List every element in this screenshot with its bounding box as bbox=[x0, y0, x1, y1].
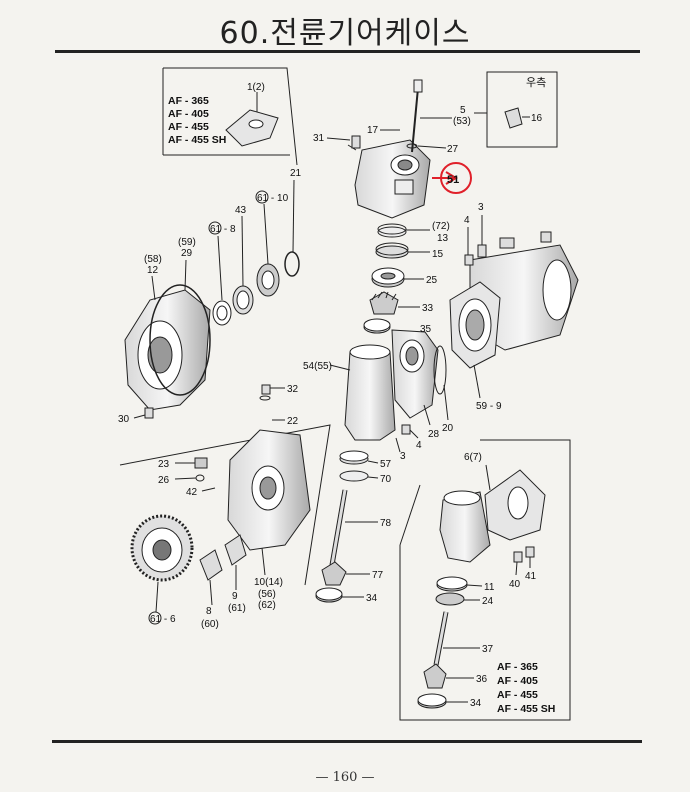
title-rule bbox=[55, 50, 640, 53]
callout-51: 51 bbox=[447, 174, 459, 186]
lower-shaft-group: 57 70 78 77 34 bbox=[315, 450, 392, 604]
callout-24: 24 bbox=[482, 596, 494, 607]
page-title: 60.전륜기어케이스 bbox=[219, 16, 471, 51]
callout-10-14: 10(14) bbox=[254, 577, 283, 588]
callout-53: (53) bbox=[453, 116, 471, 127]
callout-34a: 34 bbox=[366, 593, 378, 604]
callout-3a: 3 bbox=[478, 202, 484, 213]
callout-31: 31 bbox=[313, 133, 325, 144]
callout-28: 28 bbox=[428, 429, 440, 440]
model-label: AF - 455 bbox=[168, 121, 209, 133]
model-label: AF - 405 bbox=[168, 108, 209, 120]
callout-43: 43 bbox=[235, 205, 247, 216]
callout-61-9: (61) bbox=[228, 603, 246, 614]
callout-1-2: 1(2) bbox=[247, 82, 265, 93]
callout-33: 33 bbox=[422, 303, 434, 314]
callout-11: 11 bbox=[484, 582, 495, 593]
model-label: AF - 405 bbox=[497, 675, 538, 687]
callout-60: (60) bbox=[201, 619, 219, 630]
plug-part bbox=[504, 107, 523, 129]
callout-5: 5 bbox=[460, 105, 466, 116]
callout-59-29: (59) bbox=[178, 237, 196, 248]
callout-6-7: 6(7) bbox=[464, 452, 482, 463]
callout-77: 77 bbox=[372, 570, 384, 581]
callout-15: 15 bbox=[432, 249, 444, 260]
callout-4b: 4 bbox=[416, 440, 422, 451]
side-case-part bbox=[439, 491, 491, 563]
callout-34b: 34 bbox=[470, 698, 482, 709]
upper-housing-part: 51 31 17 5 (53) 27 bbox=[313, 79, 472, 219]
callout-41: 41 bbox=[525, 571, 537, 582]
lower-left-group: 32 22 23 26 42 61 - 6 8 (60) bbox=[119, 384, 331, 630]
callout-35: 35 bbox=[420, 324, 432, 335]
center-stack: (72) 13 15 25 33 35 54(5 bbox=[303, 221, 454, 462]
page-number: — 160 — bbox=[315, 770, 375, 785]
model-label: AF - 365 bbox=[497, 661, 538, 673]
callout-56: (56) bbox=[258, 589, 276, 600]
callout-23: 23 bbox=[158, 459, 170, 470]
callout-37: 37 bbox=[482, 644, 494, 655]
footer-rule bbox=[52, 740, 642, 743]
inset-top-left: AF - 365 AF - 405 AF - 455 AF - 455 SH 1… bbox=[162, 67, 298, 166]
callout-4a: 4 bbox=[464, 215, 470, 226]
callout-22: 22 bbox=[287, 416, 299, 427]
model-label: AF - 455 bbox=[497, 689, 538, 701]
callout-25: 25 bbox=[426, 275, 438, 286]
callout-62: (62) bbox=[258, 600, 276, 611]
callout-30: 30 bbox=[118, 414, 130, 425]
callout-70: 70 bbox=[380, 474, 392, 485]
callout-78: 78 bbox=[380, 518, 392, 529]
model-label: AF - 455 SH bbox=[497, 703, 555, 715]
bevel-gear-part bbox=[369, 291, 399, 315]
callout-36: 36 bbox=[476, 674, 488, 685]
callout-54-55: 54(55) bbox=[303, 361, 332, 372]
callout-12: 12 bbox=[147, 265, 159, 276]
pinion-gear-part bbox=[321, 561, 347, 586]
callout-61-8: 61 - 8 bbox=[210, 224, 236, 235]
callout-59-9: 59 - 9 bbox=[476, 401, 502, 412]
callout-20: 20 bbox=[442, 423, 454, 434]
callout-57: 57 bbox=[380, 459, 392, 470]
inset-right-side: 우측 16 bbox=[474, 71, 558, 148]
callout-40: 40 bbox=[509, 579, 521, 590]
model-label: AF - 455 SH bbox=[168, 134, 226, 146]
callout-27: 27 bbox=[447, 144, 459, 155]
callout-72: (72) bbox=[432, 221, 450, 232]
callout-42: 42 bbox=[186, 487, 198, 498]
callout-61-10: 61 - 10 bbox=[257, 193, 289, 204]
inset-bottom-right: AF - 365 AF - 405 AF - 455 AF - 455 SH 6… bbox=[399, 439, 571, 721]
callout-3b: 3 bbox=[400, 451, 406, 462]
callout-26: 26 bbox=[158, 475, 170, 486]
cover-plate-part bbox=[225, 109, 279, 147]
vertical-case-part bbox=[344, 351, 396, 441]
callout-13: 13 bbox=[437, 233, 449, 244]
callout-9: 9 bbox=[232, 591, 238, 602]
left-cover-group: (58) 12 (59) 29 61 - 8 43 61 - 10 21 bbox=[118, 168, 302, 425]
callout-16: 16 bbox=[531, 113, 543, 124]
callout-29: 29 bbox=[181, 248, 193, 259]
inset-right-label: 우측 bbox=[526, 76, 546, 89]
axle-housing-part: 59 - 9 4 3 bbox=[449, 202, 579, 412]
callout-32: 32 bbox=[287, 384, 299, 395]
callout-61-6: 61 - 6 bbox=[150, 614, 176, 625]
callout-17: 17 bbox=[367, 125, 379, 136]
callout-8: 8 bbox=[206, 606, 212, 617]
callout-21: 21 bbox=[290, 168, 302, 179]
callout-58: (58) bbox=[144, 254, 162, 265]
model-label: AF - 365 bbox=[168, 95, 209, 107]
